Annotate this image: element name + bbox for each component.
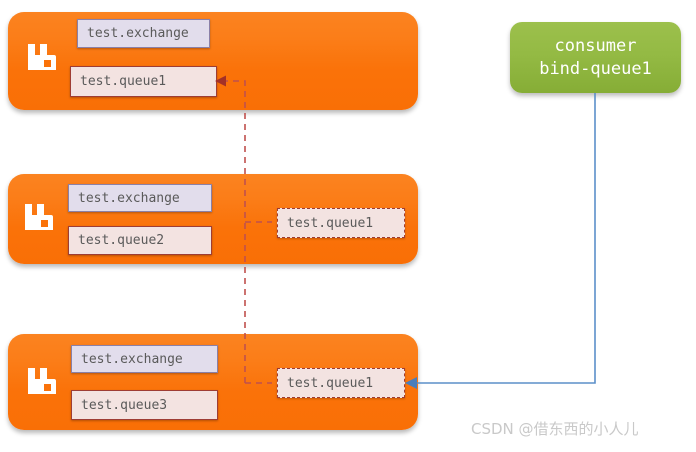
node-3-queue-label: test.queue3	[81, 397, 168, 413]
consumer-box[interactable]: consumer bind-queue1	[510, 22, 681, 93]
node-3-exchange-box[interactable]: test.exchange	[71, 345, 218, 373]
node-2-exchange-box[interactable]: test.exchange	[68, 184, 212, 212]
consumer-label-line2: bind-queue1	[539, 58, 652, 79]
node-2-queue-box[interactable]: test.queue2	[68, 226, 212, 255]
node-3-exchange-label: test.exchange	[81, 351, 183, 367]
node-2-queue-label: test.queue2	[78, 233, 165, 248]
node-1-exchange-label: test.exchange	[87, 26, 189, 41]
node-2-exchange-label: test.exchange	[78, 190, 180, 206]
consumer-label-line1: consumer	[554, 35, 637, 56]
rabbitmq-logo-icon	[26, 366, 56, 396]
node-3-mirror-queue-box[interactable]: test.queue1	[277, 368, 405, 398]
rabbitmq-logo-icon	[26, 42, 56, 72]
node-3-mirror-queue-label: test.queue1	[287, 375, 374, 391]
node-1-queue-label: test.queue1	[80, 74, 167, 89]
node-2-mirror-queue-box[interactable]: test.queue1	[277, 208, 405, 238]
node-1-queue-box[interactable]: test.queue1	[70, 66, 217, 97]
rabbitmq-logo-icon	[23, 202, 53, 232]
consumer-binding-connector	[405, 93, 596, 389]
watermark-text: CSDN @借东西的小人儿	[471, 420, 639, 438]
node-1-exchange-box[interactable]: test.exchange	[77, 19, 210, 48]
node-3-queue-box[interactable]: test.queue3	[71, 390, 218, 420]
node-2-mirror-queue-label: test.queue1	[287, 215, 374, 231]
